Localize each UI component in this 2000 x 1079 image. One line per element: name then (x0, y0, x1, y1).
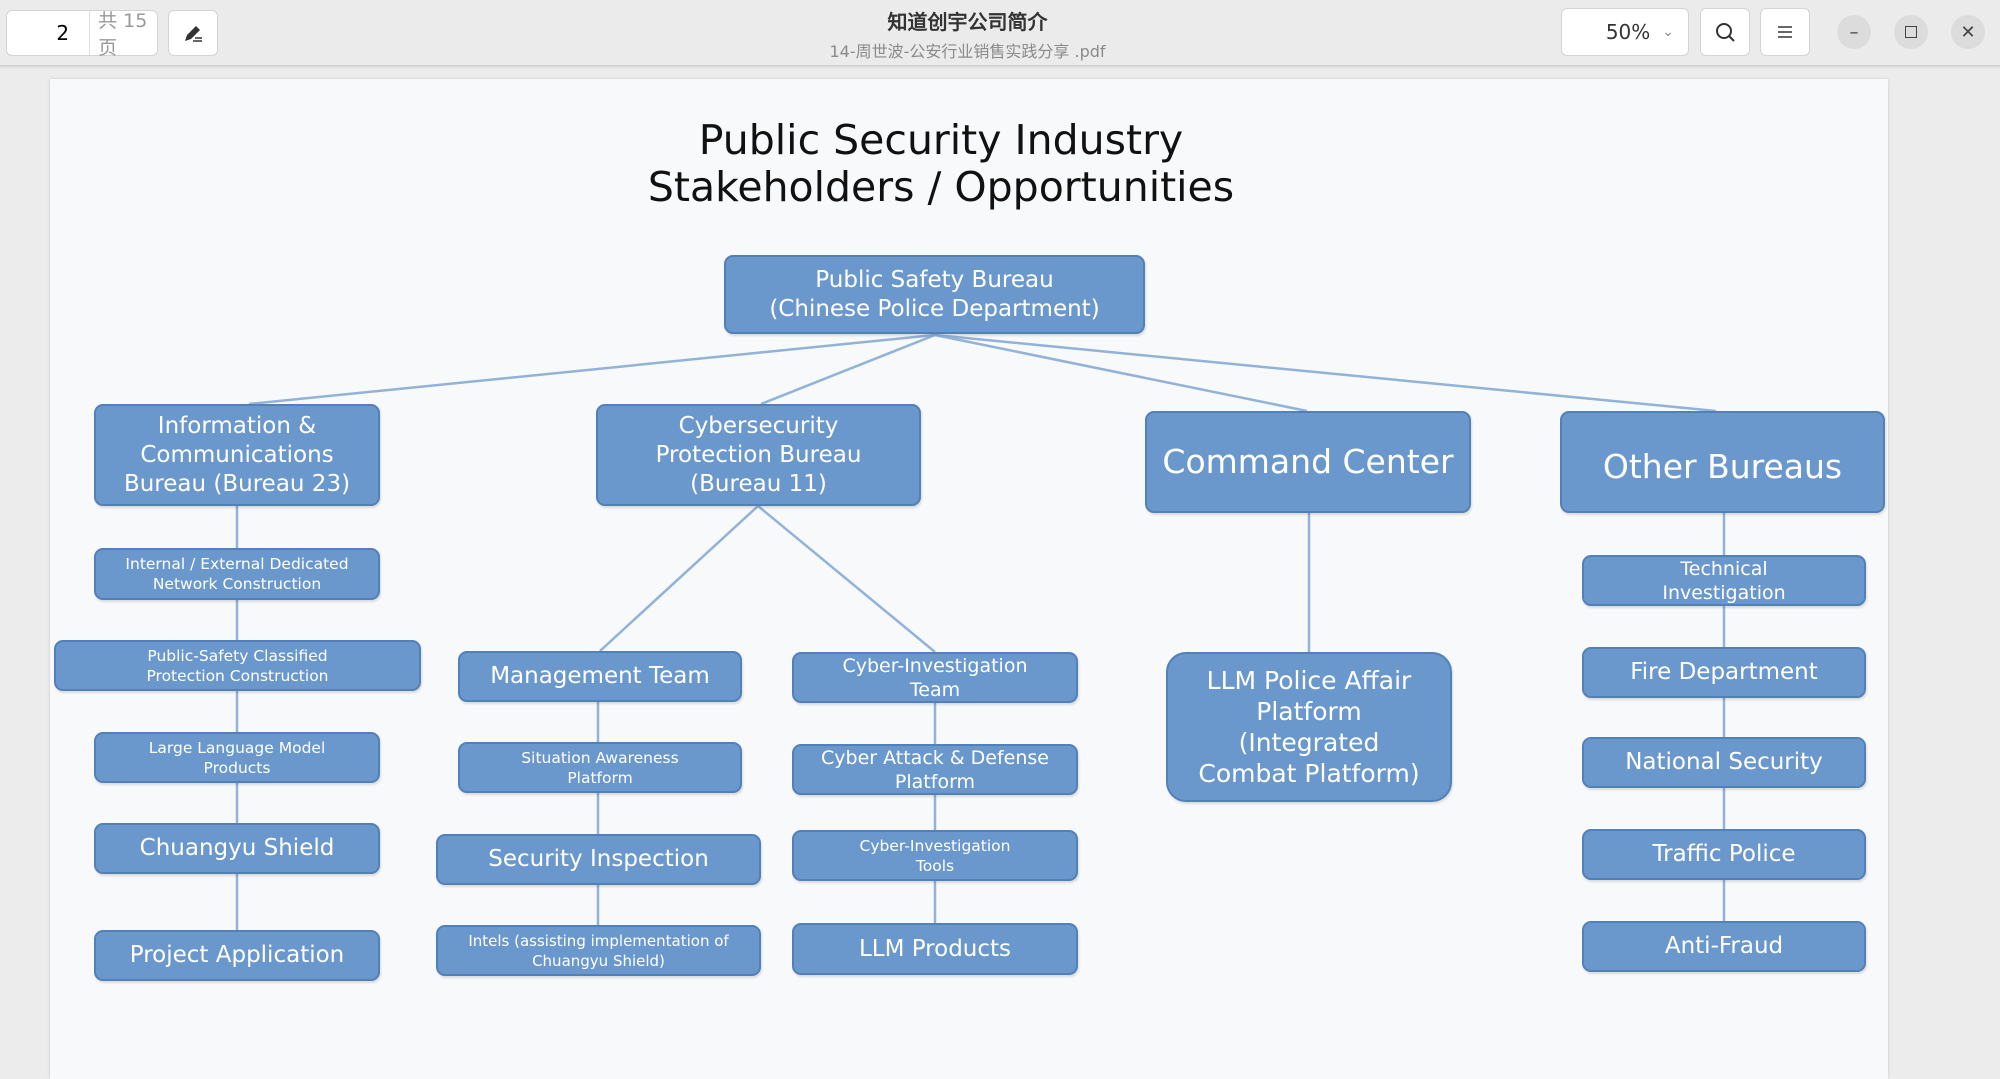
page-indicator: 共 15 页 (6, 10, 158, 59)
search-button[interactable] (1700, 8, 1750, 56)
node-classified-protection: Public-Safety Classified Protection Cons… (54, 640, 421, 691)
page-number-input[interactable] (19, 21, 80, 45)
maximize-button[interactable] (1894, 15, 1928, 49)
chevron-down-icon: ⌄ (1662, 24, 1674, 40)
node-security-inspection: Security Inspection (436, 834, 761, 885)
zoom-select[interactable]: 50% ⌄ (1561, 8, 1689, 56)
node-info-comm-bureau: Information & Communications Bureau (Bur… (94, 404, 380, 506)
node-technical-investigation: Technical Investigation (1582, 555, 1866, 606)
node-public-safety-bureau: Public Safety Bureau (Chinese Police Dep… (724, 255, 1145, 334)
node-traffic-police: Traffic Police (1582, 829, 1866, 880)
close-button[interactable]: ✕ (1951, 15, 1985, 49)
toolbar: 共 15 页 知道创宇公司简介 14-周世波-公安行业销售实践分享 .pdf 5… (0, 0, 2000, 66)
slide-title: Public Security Industry Stakeholders / … (0, 117, 1882, 211)
document-title: 知道创宇公司简介 (887, 10, 1048, 34)
annotate-icon (185, 26, 202, 42)
search-icon (1716, 23, 1735, 42)
node-cybersecurity-bureau: Cybersecurity Protection Bureau (Bureau … (596, 404, 921, 506)
file-name: 14-周世波-公安行业销售实践分享 .pdf (829, 42, 1106, 61)
node-command-center: Command Center (1145, 411, 1471, 513)
node-anti-fraud: Anti-Fraud (1582, 921, 1866, 972)
node-situation-awareness: Situation Awareness Platform (458, 742, 742, 793)
node-cyber-investigation-tools: Cyber-Investigation Tools (792, 830, 1078, 881)
node-chuangyu-shield: Chuangyu Shield (94, 823, 380, 874)
node-management-team: Management Team (458, 651, 742, 702)
node-llm-model-products: Large Language Model Products (94, 732, 380, 783)
node-llm-police-affair-platform: LLM Police Affair Platform (Integrated C… (1166, 652, 1452, 802)
zoom-value: 50% (1605, 20, 1651, 44)
maximize-icon (1905, 26, 1917, 38)
menu-button[interactable] (1760, 8, 1810, 56)
node-project-application: Project Application (94, 930, 380, 981)
slide-title-line-1: Public Security Industry (698, 116, 1184, 164)
annotate-button[interactable] (168, 10, 218, 56)
node-cyber-attack-defense: Cyber Attack & Defense Platform (792, 744, 1078, 795)
node-national-security: National Security (1582, 737, 1866, 788)
node-other-bureaus: Other Bureaus (1560, 411, 1885, 513)
node-fire-department: Fire Department (1582, 647, 1866, 698)
close-icon: ✕ (1960, 21, 1976, 43)
node-dedicated-network: Internal / External Dedicated Network Co… (94, 548, 380, 600)
total-pages: 共 15 页 (98, 10, 148, 59)
node-cyber-investigation-team: Cyber-Investigation Team (792, 652, 1078, 703)
node-intels: Intels (assisting implementation of Chua… (436, 925, 761, 976)
minimize-button[interactable]: – (1837, 15, 1871, 49)
node-llm-products: LLM Products (792, 923, 1078, 975)
slide-title-line-2: Stakeholders / Opportunities (647, 163, 1235, 211)
menu-icon (1778, 26, 1792, 38)
minimize-icon: – (1849, 21, 1859, 43)
